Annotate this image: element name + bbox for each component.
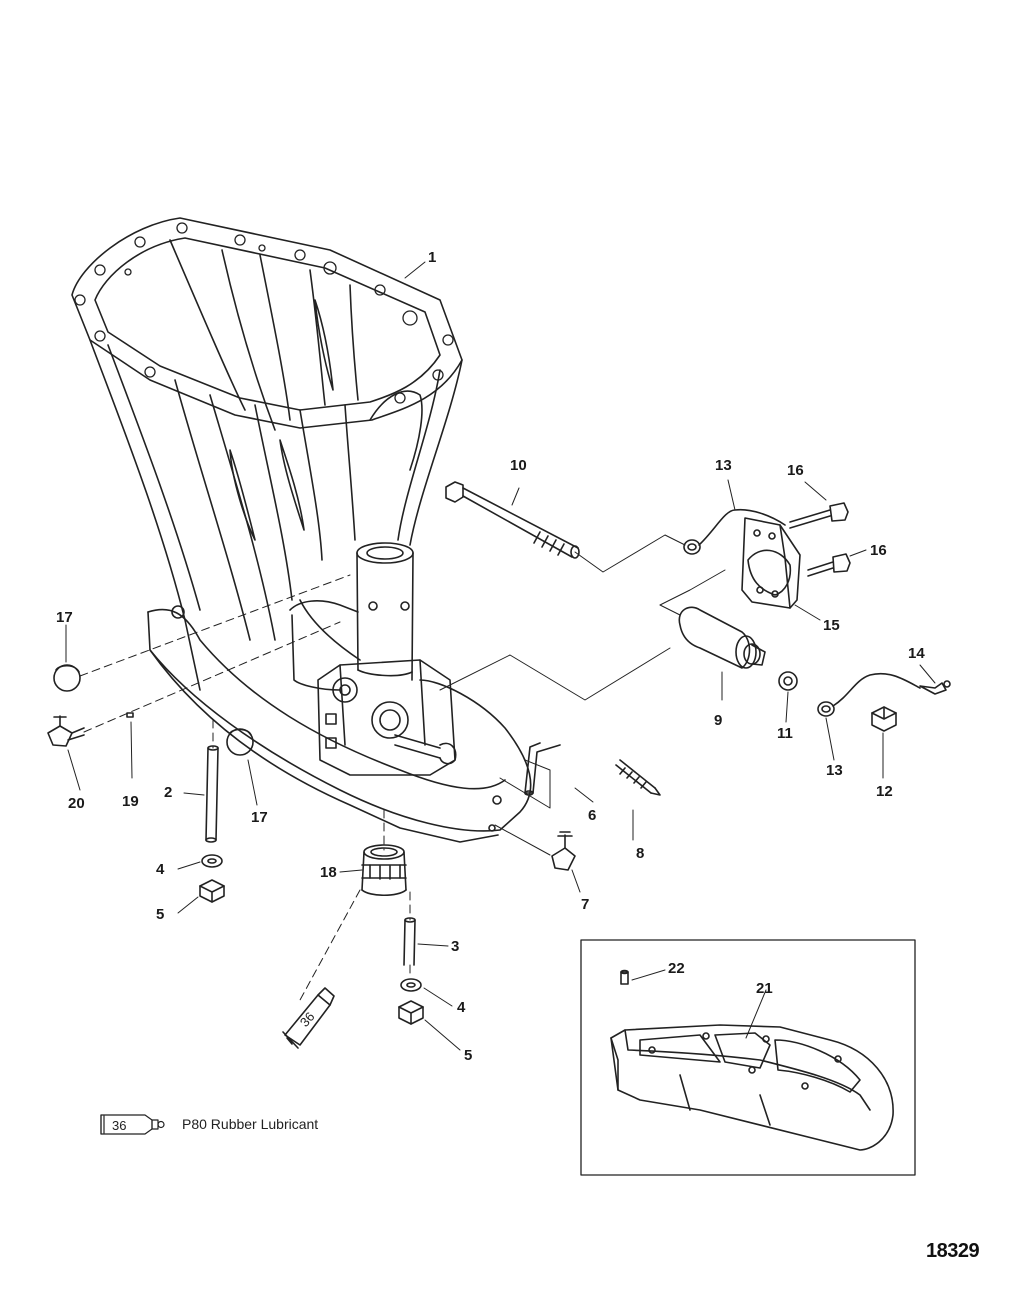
gear-housing-21	[610, 1024, 894, 1151]
callout-6: 6	[588, 807, 597, 824]
callout-4-right: 4	[457, 999, 466, 1016]
nut-12	[871, 706, 897, 732]
lubricant-tube-icon: 36	[282, 987, 335, 1049]
callout-21: 21	[756, 980, 773, 997]
callout-10: 10	[510, 457, 527, 474]
alignment-dashed-lines	[79, 574, 411, 1001]
callout-15: 15	[823, 617, 840, 634]
callout-13-lower: 13	[826, 762, 843, 779]
driveshaft-housing	[71, 217, 463, 691]
washer-4-right	[400, 978, 422, 992]
callout-1: 1	[428, 249, 437, 266]
bushing-18	[361, 844, 407, 897]
callout-3: 3	[451, 938, 460, 955]
callout-22: 22	[668, 960, 685, 977]
callout-9: 9	[714, 712, 723, 729]
mount-bracket-15	[741, 517, 801, 609]
mount-9	[678, 606, 766, 669]
callout-7: 7	[581, 896, 590, 913]
svg-text:36: 36	[112, 1118, 126, 1133]
bolt-10	[445, 481, 580, 559]
cavitation-plate	[147, 599, 532, 843]
upper-mount-tube	[289, 542, 414, 691]
legend-lubricant-text: P80 Rubber Lubricant	[182, 1116, 319, 1132]
stud-3	[403, 917, 416, 966]
plug-17-left	[53, 664, 81, 692]
figure-number: 18329	[926, 1240, 980, 1262]
routing-lines	[439, 534, 726, 856]
bolt-16-upper	[789, 502, 849, 529]
callout-11: 11	[777, 725, 793, 742]
callout-13-upper: 13	[715, 457, 732, 474]
callout-12: 12	[876, 783, 893, 800]
callout-2: 2	[164, 784, 173, 801]
legend-tube-icon: 36	[100, 1114, 165, 1135]
callout-16-lower: 16	[870, 542, 887, 559]
grease-fitting-20	[47, 715, 85, 747]
pin-19	[126, 712, 134, 718]
pin-22	[620, 969, 629, 985]
washer-4-left	[201, 854, 223, 868]
nut-5-left	[199, 879, 225, 903]
callout-4-left: 4	[156, 861, 165, 878]
stud-2	[205, 745, 219, 843]
callout-16-upper: 16	[787, 462, 804, 479]
lower-mount-block	[317, 659, 457, 776]
inset-box	[580, 939, 916, 1176]
screw-8	[615, 759, 661, 796]
ground-strap-13-upper	[683, 508, 786, 555]
nut-5-right	[398, 1000, 424, 1025]
callout-18: 18	[320, 864, 337, 881]
callout-5-left: 5	[156, 906, 165, 923]
plug-17-right	[226, 728, 254, 756]
grease-fitting-7	[551, 831, 576, 871]
ground-strap-13-lower	[817, 672, 951, 717]
washer-11	[778, 671, 798, 691]
callout-8: 8	[636, 845, 645, 862]
callout-17-left: 17	[56, 609, 73, 626]
callout-5-right: 5	[464, 1047, 473, 1064]
callout-17-right: 17	[251, 809, 268, 826]
bolt-16-lower	[807, 553, 851, 577]
callout-20: 20	[68, 795, 85, 812]
leader-lines	[65, 261, 936, 1051]
callout-19: 19	[122, 793, 139, 810]
callout-14: 14	[908, 645, 925, 662]
